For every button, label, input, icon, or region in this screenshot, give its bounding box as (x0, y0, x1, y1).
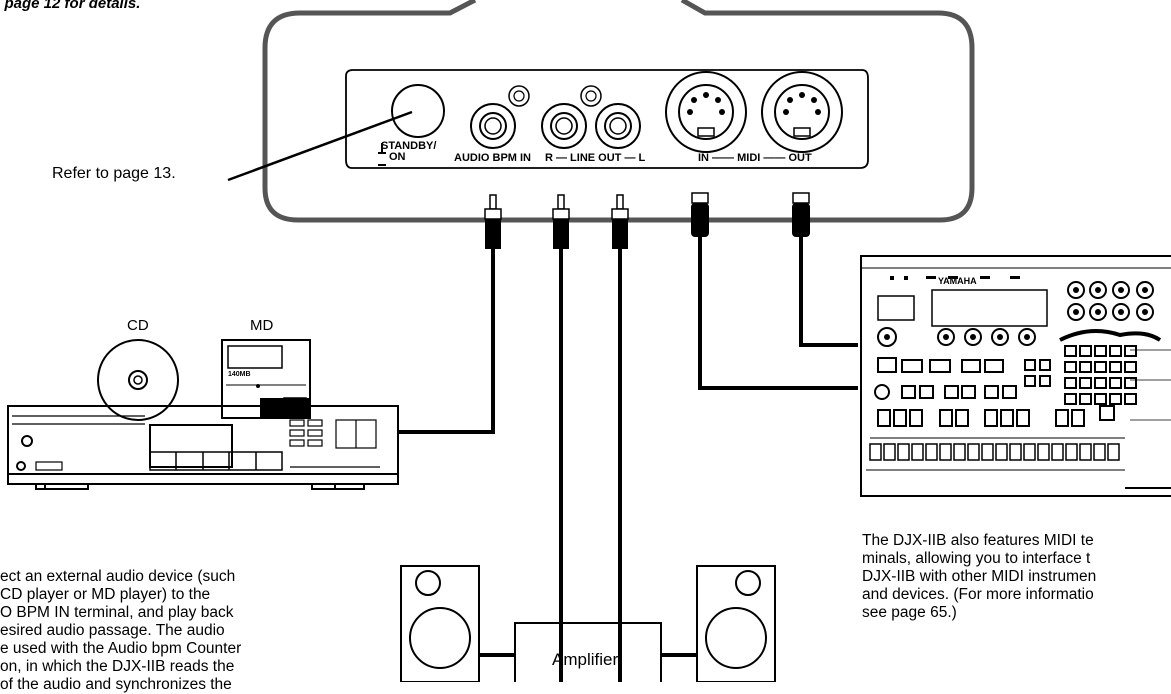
midi-in-port (665, 71, 747, 153)
cd-disc (97, 339, 179, 421)
left-para-line: esired audio passage. The audio (0, 622, 225, 639)
synth-brand: YAMAHA (938, 276, 977, 286)
left-para-line: CD player or MD player) to the (0, 586, 211, 603)
left-para-line: on, in which the DJX-IIB reads the (0, 658, 235, 675)
cd-label: CD (127, 317, 149, 334)
standby-label: STANDBY/ (381, 140, 437, 152)
md-label: MD (250, 317, 274, 334)
audio-bpm-jack (470, 103, 516, 149)
midi-label: IN —— MIDI —— OUT (698, 152, 812, 164)
right-speaker (696, 565, 776, 682)
cd-player (7, 405, 399, 490)
audio-bpm-label: AUDIO BPM IN (454, 152, 531, 164)
right-para-line: DJX-IIB with other MIDI instrumen (862, 568, 1097, 585)
amplifier (479, 622, 697, 682)
midi-out-cable (799, 237, 858, 347)
on-label: ON (389, 151, 406, 163)
audio-bpm-level-knob (508, 85, 530, 107)
refer-pointer (227, 110, 413, 182)
right-para-line: The DJX-IIB also features MIDI te (862, 532, 1094, 549)
right-paragraph: The DJX-IIB also features MIDI te minals… (862, 532, 1096, 622)
top-note: e page 12 for details. (0, 0, 141, 12)
standby-button (391, 84, 445, 138)
audio-cable (398, 249, 495, 434)
left-para-line: e used with the Audio bpm Counter (0, 640, 242, 657)
md-capacity-label: 140MB (228, 371, 251, 378)
synth-panel (860, 255, 1171, 497)
right-para-line: minals, allowing you to interface t (862, 550, 1091, 567)
right-para-line: and devices. (For more informatio (862, 586, 1094, 603)
midi-in-cable (698, 237, 858, 390)
right-para-line: see page 65.) (862, 604, 957, 621)
md-data-label: DATA (287, 402, 303, 408)
midi-out-port (761, 71, 843, 153)
line-out-l-jack (595, 103, 641, 149)
line-out-r-jack (541, 103, 587, 149)
jack-panel (345, 69, 869, 169)
left-para-line: O BPM IN terminal, and play back (0, 604, 234, 621)
amplifier-label: Amplifier (552, 650, 619, 669)
rear-panel-outline (262, 0, 975, 223)
rca-plugs (484, 192, 810, 249)
left-para-line: ect an external audio device (such (0, 568, 236, 585)
left-para-line: of the audio and synchronizes the (0, 676, 232, 693)
line-out-label: R — LINE OUT — L (545, 152, 646, 164)
left-speaker (400, 565, 480, 682)
refer-label: Refer to page 13. (52, 165, 176, 182)
left-paragraph: ect an external audio device (such CD pl… (0, 568, 241, 694)
